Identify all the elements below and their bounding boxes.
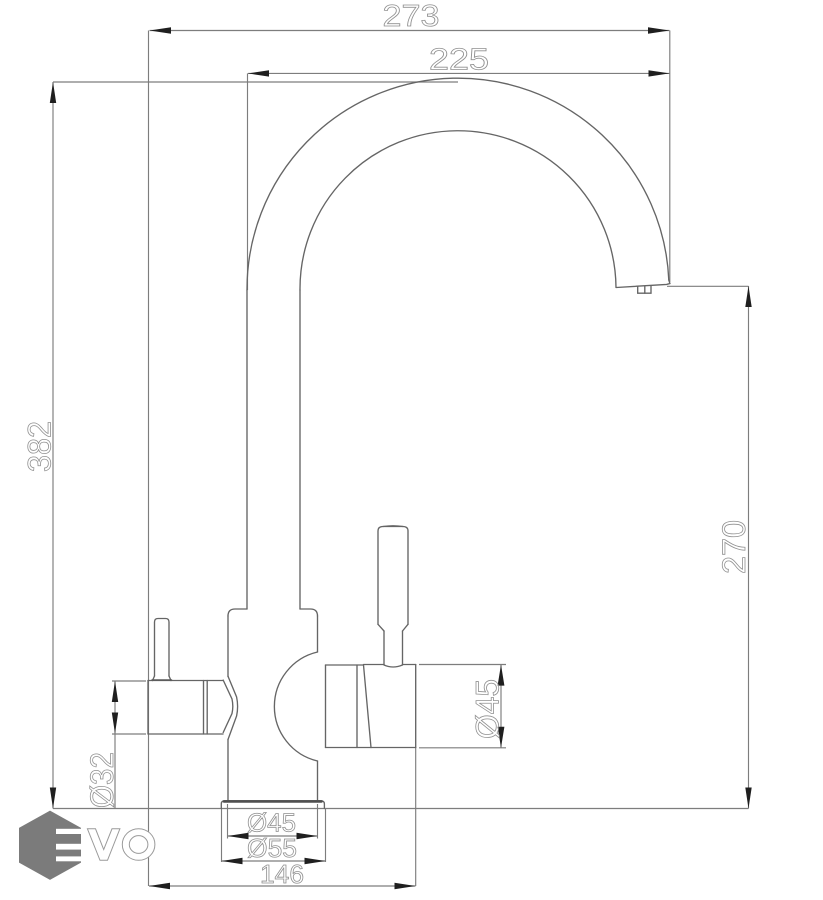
svg-text:Ø45: Ø45 [247,808,296,838]
svg-text:225: 225 [429,41,489,76]
svg-text:270: 270 [716,520,752,574]
svg-text:Ø32: Ø32 [84,752,120,808]
svg-text:Ø45: Ø45 [470,679,506,739]
svg-text:382: 382 [22,421,58,472]
svg-text:Ø55: Ø55 [247,833,297,863]
svg-text:146: 146 [260,859,304,889]
svg-text:273: 273 [383,0,440,33]
